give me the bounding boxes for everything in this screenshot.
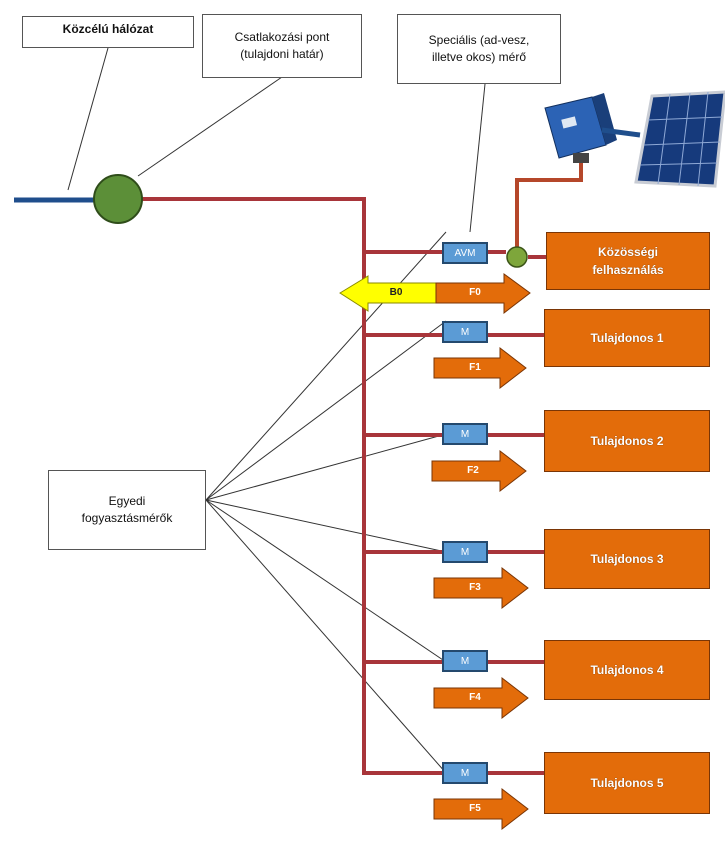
b0-label: B0	[389, 287, 403, 298]
meter-3: M	[442, 541, 488, 563]
meter-4: M	[442, 650, 488, 672]
inverter-feed-line	[515, 160, 583, 248]
flow-arrows	[431, 273, 531, 831]
f5-arrow	[433, 787, 529, 831]
f3-arrow	[433, 566, 529, 610]
f4-label: F4	[469, 692, 481, 703]
owner-5-box: Tulajdonos 5	[544, 752, 710, 814]
meter-1: M	[442, 321, 488, 343]
avm-meter: AVM	[442, 242, 488, 264]
f4-arrow	[433, 676, 529, 720]
owner-1-box: Tulajdonos 1	[544, 309, 710, 367]
f2-label: F2	[467, 465, 479, 476]
meter-2: M	[442, 423, 488, 445]
f5-label: F5	[469, 803, 481, 814]
pv-cable	[601, 127, 641, 138]
f3-label: F3	[469, 582, 481, 593]
leader-connection-point	[137, 76, 283, 177]
f0-arrow	[435, 273, 531, 315]
individual-meters-label: Egyedi fogyasztásmérők	[48, 470, 206, 550]
f0-label: F0	[469, 287, 481, 298]
community-node	[506, 246, 528, 268]
owner-2-box: Tulajdonos 2	[544, 410, 710, 472]
public-network-label: Közcélú hálózat	[22, 16, 194, 48]
leader-public-network	[67, 47, 109, 191]
owner-4-box: Tulajdonos 4	[544, 640, 710, 700]
meter-5: M	[442, 762, 488, 784]
connection-point-node	[93, 174, 143, 224]
leader-special-meter	[469, 83, 486, 233]
meter-fan-lines	[205, 231, 447, 774]
f1-label: F1	[469, 362, 481, 373]
connection-point-label: Csatlakozási pont (tulajdoni határ)	[202, 14, 362, 78]
solar-panel-icon	[634, 90, 725, 188]
inverter-icon	[544, 93, 617, 163]
f1-arrow	[433, 346, 527, 390]
community-consumption-box: Közösségi felhasználás	[546, 232, 710, 290]
owner-3-box: Tulajdonos 3	[544, 529, 710, 589]
distribution-lines	[140, 197, 546, 775]
special-meter-label: Speciális (ad-vesz, illetve okos) mérő	[397, 14, 561, 84]
f2-arrow	[431, 449, 527, 493]
